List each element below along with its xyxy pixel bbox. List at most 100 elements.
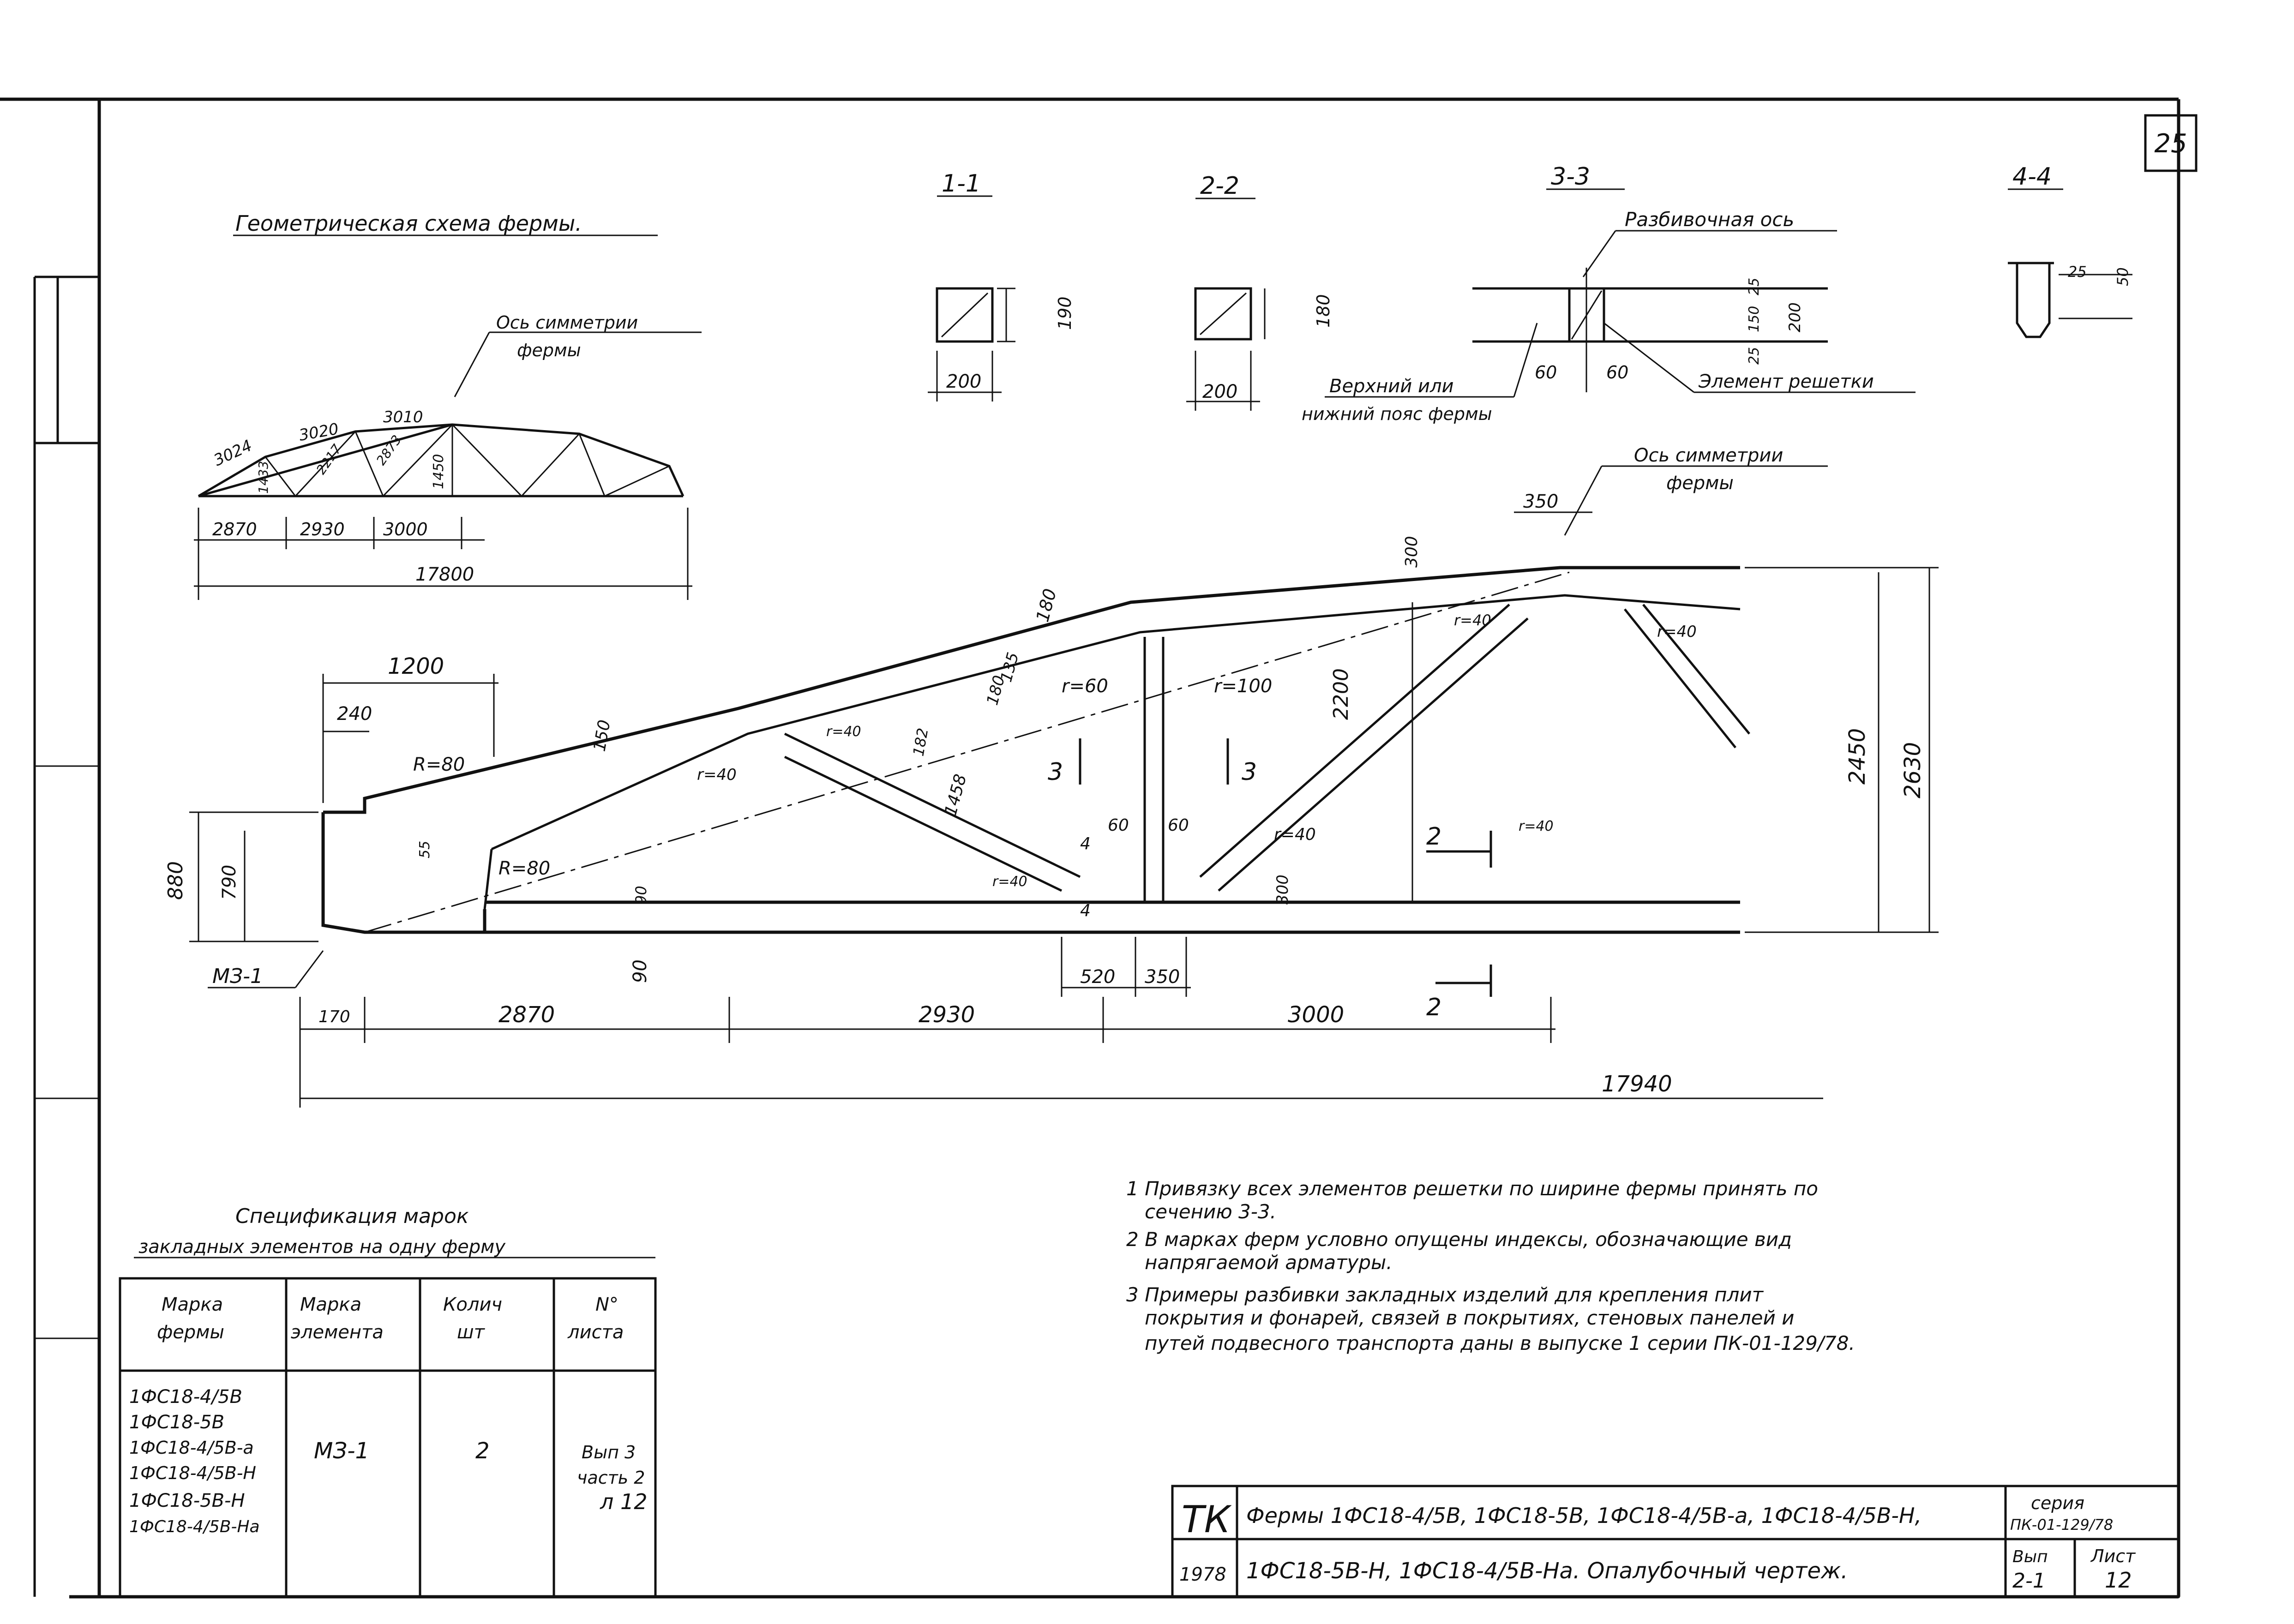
elev-dim-left-6: R=80 [498,858,550,879]
elev-dim-mid-3: 4 [1080,901,1091,920]
elev-height-0: 2200 [1329,668,1353,720]
elev-dim-top-2: 180 [1032,587,1060,624]
spec-title-line2: закладных элементов на одну ферму [138,1236,506,1258]
section-3-dim-1: 150 [1746,306,1762,332]
elev-dim-top-1: 300 [1402,536,1421,568]
elev-dim-top-5: 150 [590,719,614,753]
elev-dim-mid-5: 520 [1080,966,1115,988]
elev-radius-3: r=40 [826,724,861,740]
elev-dim-left-8: 90 [630,959,651,983]
elev-radius-8: r=40 [1519,818,1554,834]
elev-radius-2: r=40 [697,766,737,784]
elev-dim-left-1: 240 [337,703,372,725]
page-number-box [2144,114,2198,172]
note-line-5: покрытия и фонарей, связей в покрытиях, … [1145,1306,1794,1329]
issue-label: Вып [2012,1547,2048,1566]
spec-header-1-a: Марка [300,1294,361,1315]
section-3-label: 3-3 [1551,163,1590,191]
scheme-dim-bottom-2: 3000 [383,519,428,539]
spec-header-3-b: листа [567,1322,624,1343]
spec-truss-mark-5: 1ФС18-4/5В-На [129,1517,260,1536]
spec-header-0-a: Марка [162,1294,223,1315]
title-line2: 1ФС18-5В-Н, 1ФС18-4/5В-На. Опалубочный ч… [1246,1558,1848,1584]
elev-dim-mid-1: 60 [1168,816,1189,835]
spec-table: Спецификация марок закладных элементов н… [119,1205,657,1598]
section-1-height: 190 [1055,296,1075,330]
elev-dim-left-3: 880 [164,861,187,900]
page-number: 25 [2154,129,2187,159]
spec-header-0-b: фермы [157,1322,224,1343]
elev-radius-7: r=40 [1657,623,1697,641]
section-mark-1: 3 [1242,758,1257,786]
spec-truss-mark-0: 1ФС18-4/5В [129,1386,242,1408]
section-4-dim-0: 25 [2068,263,2087,281]
spec-truss-mark-4: 1ФС18-5В-Н [129,1490,245,1511]
elev-dim-top-0: 350 [1523,491,1558,512]
section-1-label: 1-1 [942,170,981,198]
section-mark-0: 3 [1048,758,1063,786]
embedded-mark: МЗ-1 [212,965,263,988]
section-2-width: 200 [1202,381,1237,402]
spec-header-1-b: элемента [291,1322,384,1343]
spec-sheet-ref-0: Вып 3 [582,1442,636,1462]
note-line-1: сечению 3-3. [1145,1200,1276,1223]
title-year: 1978 [1179,1564,1226,1585]
section-mark-3: 2 [1426,994,1441,1021]
section-3-chord-line1: Верхний или [1329,376,1454,397]
geometry-scheme: Геометрическая схема фермы. Ось симметри… [194,211,702,600]
spec-truss-mark-1: 1ФС18-5В [129,1412,224,1433]
section-3-dim-5: 60 [1606,362,1628,383]
spec-header-2-a: Колич [443,1294,502,1315]
issue-value: 2-1 [2012,1569,2046,1593]
scheme-axis-line2: фермы [517,340,581,360]
section-4-4: 4-4 25 50 [2008,163,2132,338]
section-4-dim-1: 50 [2114,267,2132,286]
scheme-total-span: 17800 [415,564,474,585]
sheet-value: 12 [2105,1568,2132,1593]
sheet-label: Лист [2090,1546,2136,1566]
section-1-width: 200 [946,371,981,392]
elev-radius-5: r=40 [1274,825,1316,844]
note-line-0: 1 Привязку всех элементов решетки по шир… [1126,1177,1818,1200]
elev-radius-0: r=60 [1062,676,1108,697]
elev-total-length: 17940 [1602,1071,1672,1097]
elev-dim-mid-6: 350 [1145,966,1180,988]
series-label: серия [2031,1493,2084,1513]
elev-dim-top-6: 182 [909,727,931,758]
elev-dim-left-7: 90 [632,886,650,905]
elev-dim-top-7: 1458 [941,772,970,818]
note-line-3: напрягаемой арматуры. [1145,1251,1393,1274]
elevation-axis-line1: Ось симметрии [1634,445,1783,466]
spec-sheet-ref-1: часть 2 [577,1468,645,1488]
elev-dim-bottom-1: 2870 [498,1002,555,1028]
title-block: ТК 1978 Фермы 1ФС18-4/5В, 1ФС18-5В, 1ФС1… [1171,1485,2180,1598]
section-3-dim-2: 25 [1746,347,1762,365]
section-3-chord-line2: нижний пояс фермы [1302,404,1492,424]
notes: 1 Привязку всех элементов решетки по шир… [1126,1177,1855,1354]
scheme-dim-top-2: 3010 [383,408,423,426]
scheme-dim-inner-0: 1433 [256,461,271,494]
scheme-dim-top-1: 3020 [298,419,340,444]
section-3-dim-3: 200 [1786,302,1804,332]
spec-header-2-b: шт [457,1322,486,1343]
title-line1: Фермы 1ФС18-4/5В, 1ФС18-5В, 1ФС18-4/5В-а… [1246,1503,1922,1528]
elev-dim-left-4: 790 [219,865,240,900]
spec-title-line1: Спецификация марок [235,1205,469,1228]
scheme-dim-bottom-0: 2870 [212,519,257,539]
section-3-3: 3-3 Разбивочная ось 25 150 25 200 60 60 … [1302,163,1916,424]
note-line-6: путей подвесного транспорта даны в выпус… [1145,1332,1855,1354]
sheet-frame: 25 [0,97,2198,1599]
section-1-1: 1-1 190 200 [928,170,1075,402]
note-line-4: 3 Примеры разбивки закладных изделий для… [1126,1283,1764,1306]
elev-dim-top-4: 180 [983,673,1009,707]
elev-radius-6: r=40 [1454,611,1491,629]
section-3-lattice: Элемент решетки [1698,371,1874,392]
elevation-axis-line2: фермы [1666,473,1734,494]
spec-truss-mark-2: 1ФС18-4/5В-а [129,1438,254,1458]
elev-height-1: 2450 [1844,728,1870,785]
spec-element-mark: МЗ-1 [314,1438,369,1464]
section-3-dim-4: 60 [1535,362,1557,383]
spec-header-3-a: N° [595,1294,619,1315]
scheme-axis-line1: Ось симметрии [496,312,638,333]
